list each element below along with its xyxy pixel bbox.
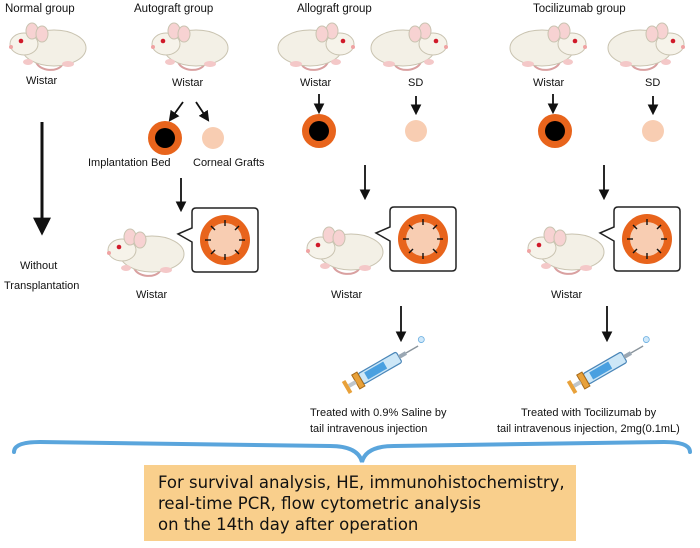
normal-rat-label: Wistar	[26, 75, 58, 87]
tocilizumab-syringe-icon	[565, 333, 656, 396]
summary-line3: on the 14th day after operation	[158, 515, 419, 534]
tocilizumab-corneal-graft	[642, 120, 664, 142]
allograft-group-title: Allograft group	[297, 3, 372, 15]
summary-line1: For survival analysis, HE, immunohistoch…	[158, 473, 565, 492]
corneal-grafts-label: Corneal Grafts	[193, 157, 265, 169]
allograft-result-rat	[305, 226, 384, 275]
normal-group-title: Normal group	[5, 3, 75, 15]
autograft-recipient-label: Wistar	[136, 289, 168, 301]
autograft-recipient-rat	[106, 228, 185, 277]
allograft-implantation-bed	[302, 114, 336, 148]
allograft-treatment-line2: tail intravenous injection	[310, 423, 427, 435]
grouping-brace	[12, 439, 692, 463]
allograft-recipient-rat	[278, 23, 355, 70]
tocilizumab-graft-bubble	[599, 206, 681, 272]
autograft-corneal-graft	[202, 127, 224, 149]
allograft-donor-label: SD	[408, 77, 423, 89]
autograft-arrow-bed	[168, 101, 184, 122]
allograft-recipient-label: Wistar	[300, 77, 332, 89]
tocilizumab-recipient-label: Wistar	[533, 77, 565, 89]
tocilizumab-group-title: Tocilizumab group	[533, 3, 626, 15]
allograft-graft-bubble	[375, 206, 457, 272]
tocilizumab-result-label: Wistar	[551, 289, 583, 301]
allograft-donor-rat	[371, 23, 448, 70]
tocilizumab-recipient-rat	[510, 23, 587, 70]
autograft-arrow-graft	[195, 101, 210, 122]
tocilizumab-result-rat	[526, 226, 605, 275]
autograft-wistar-rat	[150, 22, 229, 71]
normal-outcome-line1: Without	[20, 260, 57, 272]
tocilizumab-treatment-line2: tail intravenous injection, 2mg(0.1mL)	[497, 423, 680, 435]
normal-wistar-rat	[8, 22, 87, 71]
autograft-implantation-bed	[148, 121, 182, 155]
summary-box: For survival analysis, HE, immunohistoch…	[144, 465, 576, 541]
normal-outcome-line2: Transplantation	[4, 280, 79, 292]
tocilizumab-donor-label: SD	[645, 77, 660, 89]
implantation-bed-label: Implantation Bed	[88, 157, 171, 169]
saline-syringe-icon	[340, 333, 431, 396]
allograft-result-label: Wistar	[331, 289, 363, 301]
allograft-treatment-line1: Treated with 0.9% Saline by	[310, 407, 447, 419]
tocilizumab-implantation-bed	[538, 114, 572, 148]
autograft-group-title: Autograft group	[134, 3, 213, 15]
tocilizumab-treatment-line1: Treated with Tocilizumab by	[521, 407, 657, 419]
autograft-rat-label: Wistar	[172, 77, 204, 89]
tocilizumab-donor-rat	[608, 23, 685, 70]
allograft-corneal-graft	[405, 120, 427, 142]
summary-line2: real-time PCR, flow cytometric analysis	[158, 494, 481, 513]
autograft-graft-bubble	[177, 207, 259, 273]
